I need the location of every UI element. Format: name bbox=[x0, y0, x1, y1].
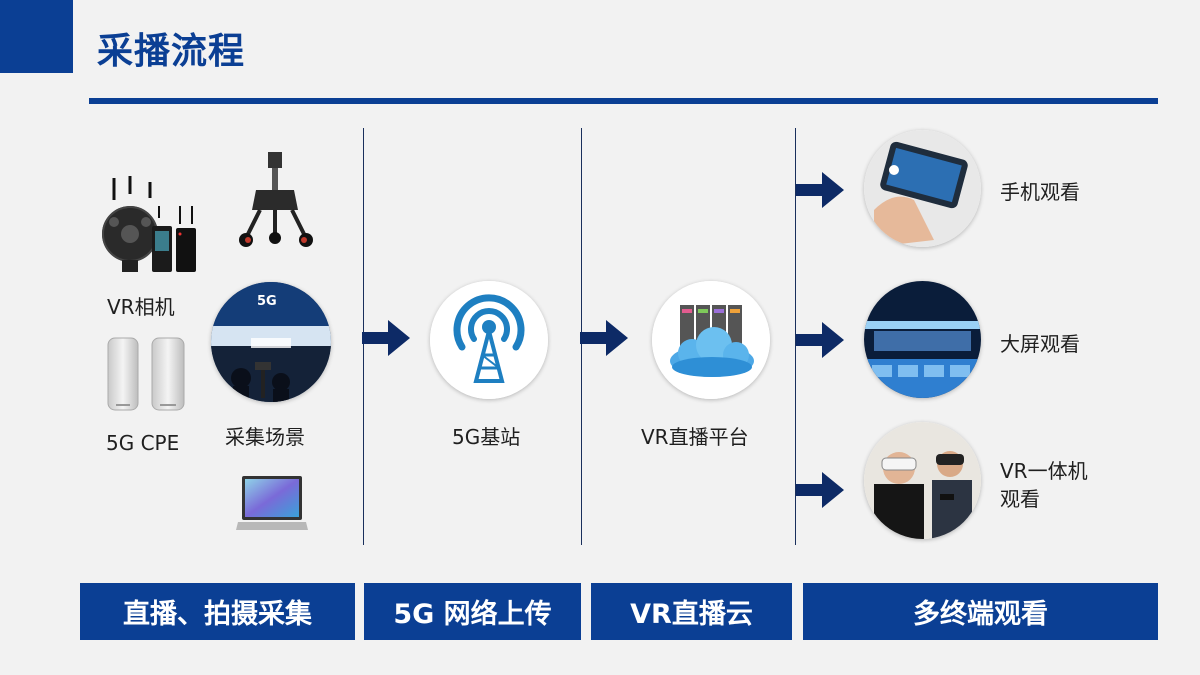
page-title: 采播流程 bbox=[97, 31, 246, 72]
stage-capture-band: 直播、拍摄采集 bbox=[80, 583, 355, 640]
arrow-right-icon bbox=[796, 472, 844, 508]
vr-platform-image bbox=[652, 281, 770, 399]
vr-platform-label: VR直播平台 bbox=[641, 425, 749, 449]
base-station-label: 5G基站 bbox=[452, 425, 521, 449]
signal-tower-icon bbox=[430, 281, 548, 399]
capture-scene-image: 5G bbox=[211, 282, 331, 402]
stage-cloud-band: VR直播云 bbox=[591, 583, 792, 640]
corner-block bbox=[0, 0, 73, 73]
big-screen-viewing-label: 大屏观看 bbox=[1000, 332, 1080, 356]
vr-camera-icon bbox=[102, 176, 196, 272]
vr-headset-viewing-label-line2: 观看 bbox=[1000, 487, 1040, 511]
capture-scene-label: 采集场景 bbox=[225, 425, 305, 449]
big-screen-viewing-image bbox=[864, 281, 981, 398]
laptop-icon bbox=[236, 476, 308, 530]
title-underline bbox=[89, 98, 1158, 104]
vr-headset-viewing-label-line1: VR一体机 bbox=[1000, 459, 1088, 483]
arrow-right-icon bbox=[796, 172, 844, 208]
phone-viewing-label: 手机观看 bbox=[1000, 180, 1080, 204]
cloud-server-icon bbox=[652, 281, 770, 399]
arrow-right-icon bbox=[796, 322, 844, 358]
stage-upload-band: 5G 网络上传 bbox=[364, 583, 581, 640]
camera-rig-icon bbox=[239, 152, 313, 247]
cpe-device-icon bbox=[107, 337, 185, 411]
vr-headset-viewing-image bbox=[864, 422, 981, 539]
column-divider-3 bbox=[795, 128, 796, 545]
vr-camera-label: VR相机 bbox=[107, 295, 175, 319]
scene-badge: 5G bbox=[257, 294, 277, 309]
cpe-label: 5G CPE bbox=[106, 431, 180, 455]
phone-viewing-image bbox=[864, 130, 981, 247]
stage-viewing-band: 多终端观看 bbox=[803, 583, 1158, 640]
arrow-right-icon bbox=[580, 320, 628, 356]
arrow-right-icon bbox=[362, 320, 410, 356]
base-station-image bbox=[430, 281, 548, 399]
